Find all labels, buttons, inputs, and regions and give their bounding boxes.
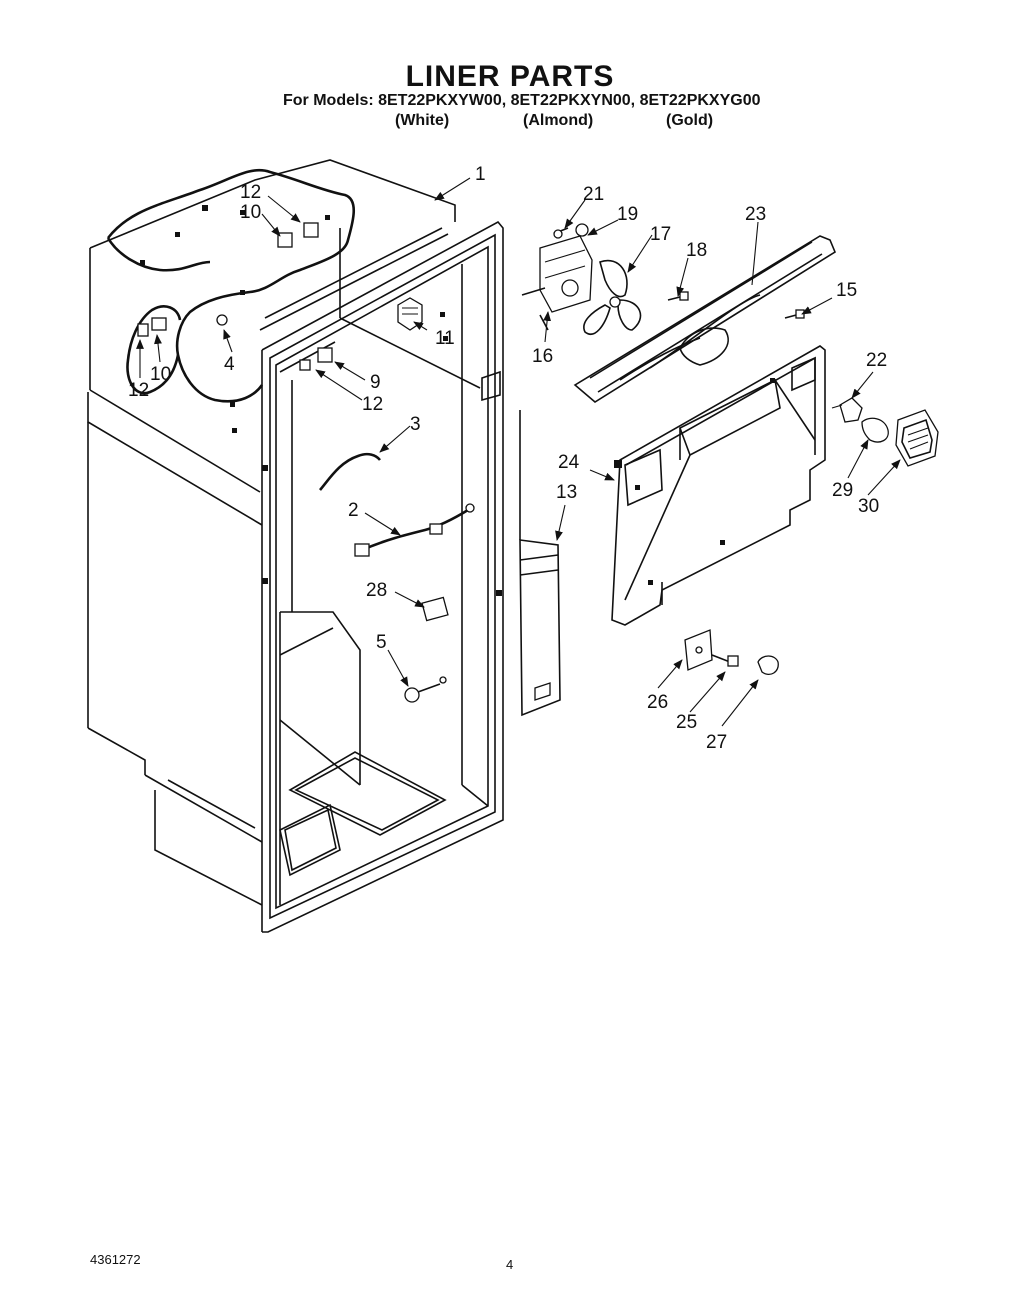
variant-almond: (Almond) [523,112,594,129]
callout-10-top: 10 [240,202,261,223]
callout-18: 18 [686,240,707,261]
variant-white: (White) [395,112,450,129]
page-number: 4 [506,1257,514,1272]
part-26-plate [684,629,713,671]
part-9 [299,347,333,371]
callout-26: 26 [647,692,668,713]
callout-22: 22 [866,350,887,371]
part-29-bulb [861,417,889,443]
part-23-rail [573,235,836,403]
part-5 [404,676,447,703]
callout-13: 13 [556,482,577,503]
callout-28: 28 [366,580,387,601]
part-30-cover [895,409,939,467]
callout-24: 24 [558,452,580,473]
callout-11: 11 [435,328,455,349]
callout-29: 29 [832,480,853,501]
callout-4: 4 [224,354,235,375]
callout-19: 19 [617,204,638,225]
callout-labels: 1 12 10 4 12 10 11 9 12 3 2 28 5 13 21 1… [128,164,887,753]
liner-frame [259,220,504,933]
part-13 [519,410,561,717]
page-title: LINER PARTS [405,60,615,93]
document-number: 4361272 [90,1252,141,1267]
callout-25: 25 [676,712,697,733]
part-27-knob [757,655,779,676]
callout-1: 1 [475,164,486,185]
fan-motor-assembly [521,223,593,331]
part-15-screw [784,309,805,319]
top-wiring-harness [106,168,355,403]
callout-30: 30 [858,496,879,517]
part-3 [319,452,382,491]
part-22-socket [831,397,863,423]
callout-2: 2 [348,500,359,521]
part-17-fan-blade [583,259,642,335]
part-25-screw [711,654,739,667]
callout-21: 21 [583,184,604,205]
callout-9: 9 [370,372,381,393]
callout-12-left: 12 [128,380,149,401]
callout-12-mid: 12 [362,394,383,415]
callout-10-left: 10 [150,364,171,385]
callout-17: 17 [650,224,671,245]
callout-3: 3 [410,414,421,435]
part-2 [354,503,475,557]
callout-12-top: 12 [240,182,261,203]
top-clips [137,205,330,433]
callout-16: 16 [532,346,553,367]
cabinet [87,159,456,932]
callout-23: 23 [745,204,766,225]
callout-5: 5 [376,632,387,653]
models-line: For Models: 8ET22PKXYW00, 8ET22PKXYN00, … [283,92,761,109]
callout-15: 15 [836,280,857,301]
variant-gold: (Gold) [666,112,714,129]
part-28 [421,596,449,622]
part-24-panel [611,345,826,626]
callout-27: 27 [706,732,727,753]
leader-lines [136,177,901,727]
side-rails [262,312,502,596]
